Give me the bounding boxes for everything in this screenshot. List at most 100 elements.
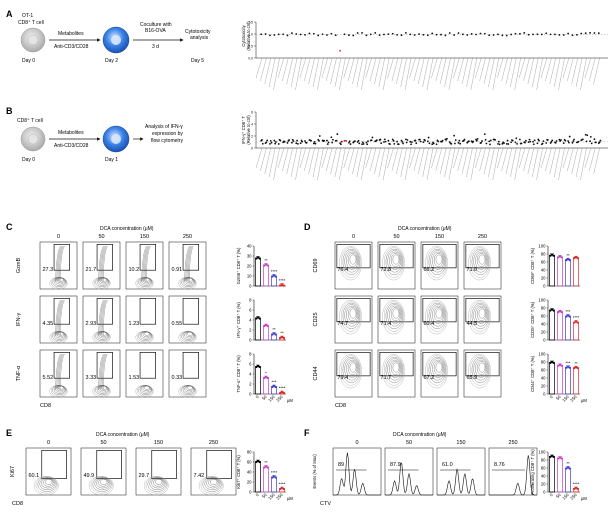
flow-x-axis-label: CD8 [12,501,23,507]
category-label-stub [413,147,420,172]
category-label-stub [554,147,561,178]
category-label-stub [571,57,578,85]
bar-replicate-point [565,259,568,262]
gate-rectangle [422,244,457,269]
flow-row-marker: IFN-γ [16,313,22,327]
contour-line [339,246,362,281]
bar-replicate-point [255,257,258,260]
bar-replicate-point [271,333,274,336]
category-label-stub [255,57,263,79]
bar-replicate-point [549,455,552,458]
data-point [314,142,317,145]
category-label-stub [562,57,570,79]
y-tick-label: 1.0 [248,32,253,36]
data-point [422,141,425,144]
category-label-stub [400,147,407,178]
category-label-stub [396,147,403,175]
data-point [453,134,456,137]
data-point [584,133,587,136]
data-point [391,138,394,141]
category-label-stub [387,147,394,169]
data-point [459,142,462,145]
data-point [562,142,565,144]
contour-line [475,305,488,324]
gate-percentage: 1.53 [129,375,140,381]
gate-rectangle [336,244,371,269]
category-label-stub [387,57,394,79]
data-point [532,140,534,143]
contour-line [101,277,107,282]
category-label-stub [540,57,548,79]
data-point [384,140,387,143]
data-point [361,143,363,146]
gate-percentage: 71.4 [381,321,392,327]
flow-x-axis-label: CD8 [40,403,51,409]
contour-line [425,354,448,389]
bar-y-tick-label: 20 [541,330,546,335]
concentration-column-label: 250 [478,234,487,240]
y-tick-label: 6 [251,110,253,114]
contour-line [342,248,360,275]
category-label-stub [426,147,434,181]
data-point [554,33,556,36]
category-label-stub [440,147,447,175]
bar-replicate-point [557,256,560,259]
histogram-gate-percentage: 61.0 [442,462,453,468]
panel-b-cell-line: CD8⁺ T cell [17,118,43,124]
category-label-stub [461,57,469,85]
data-point [347,34,350,37]
gate-percentage: 71.7 [381,375,392,381]
contour-line [433,361,444,376]
panel-f-header: DCA concentration (μM) [393,432,447,438]
category-label-stub [312,57,320,88]
category-label-stub [492,147,499,181]
contour-line [349,308,357,319]
data-point [369,33,372,36]
data-point [396,33,399,36]
bar-y-tick-label: 8 [249,298,252,303]
data-point [269,139,272,142]
category-label-stub [343,57,350,79]
gate-percentage: 29.7 [139,473,150,479]
bar-mean [255,461,261,493]
category-label-stub [334,57,342,88]
bar-replicate-point [258,460,261,464]
flow-plot-frame [463,349,502,398]
category-label-stub [321,147,328,169]
data-point [288,139,291,141]
bar-significance: *** [566,309,571,314]
data-point [290,141,293,144]
category-label-stub [277,147,285,169]
data-point [572,140,575,142]
bar-significance: **** [573,482,580,487]
data-point [304,140,306,142]
panel-b-arrow2-line3: flow cytometry [151,138,183,144]
panel-a-ylabel-line2: (Relative to ctrl) [246,21,251,51]
contour-line [435,308,443,319]
category-label-stub [295,147,302,181]
data-point [265,141,268,144]
data-point [270,141,273,144]
data-point [352,34,355,37]
bar-significance: ** [280,331,284,336]
panel-a-arrow3-line1: Cytotoxicity [185,29,211,35]
data-point [540,33,543,36]
y-tick-label: 4 [251,122,253,126]
data-point [590,142,593,145]
category-label-stub [457,57,464,82]
category-label-stub [488,147,495,178]
contour-streak [101,299,107,336]
concentration-column-label: 0 [352,234,355,240]
category-label-stub [290,57,298,88]
y-tick-label: 1.5 [248,20,253,24]
bar-mean [573,321,579,341]
data-point [497,142,499,145]
data-point [299,142,302,145]
data-point [260,33,263,36]
data-point [305,141,308,144]
category-label-stub [470,57,477,91]
panel-a-label: A [6,9,13,19]
contour-line [151,478,165,489]
data-point [575,34,578,36]
bar-y-tick-label: 80 [541,306,546,311]
